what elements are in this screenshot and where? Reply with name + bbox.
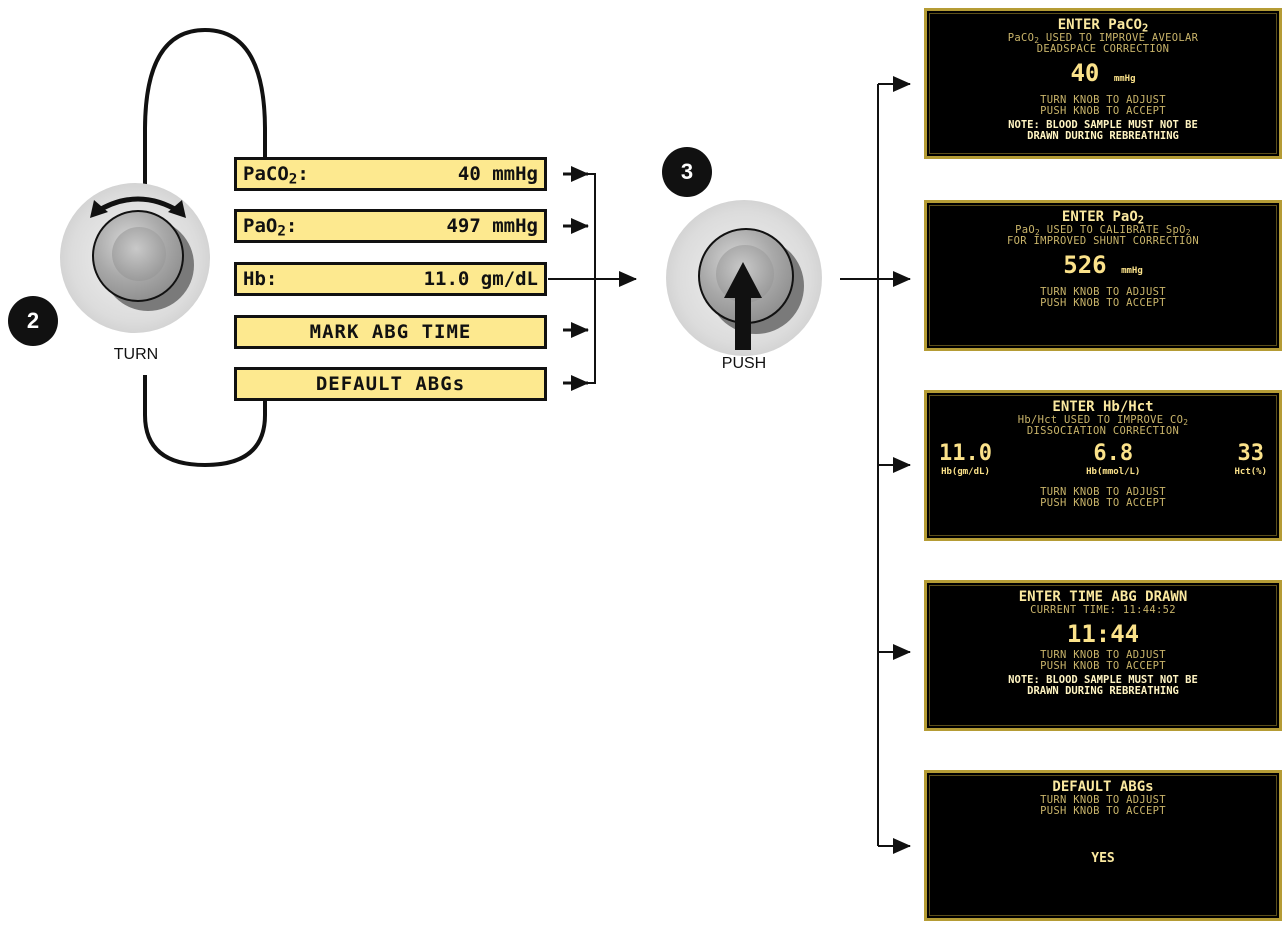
screen-title: ENTER PaCO2 <box>927 17 1279 33</box>
paco2-value: 40 mmHg <box>458 163 538 185</box>
screen-title: ENTER Hb/Hct <box>927 399 1279 415</box>
rotate-arrows-icon <box>88 188 188 222</box>
screen-title: ENTER TIME ABG DRAWN <box>927 589 1279 605</box>
screen-enter-paco2: ENTER PaCO2 PaCO2 USED TO IMPROVE AVEOLA… <box>924 8 1282 159</box>
step-3-badge: 3 <box>662 147 712 197</box>
menu-item-paco2[interactable]: PaCO2: 40 mmHg <box>234 157 547 191</box>
screen-title: DEFAULT ABGs <box>927 779 1279 795</box>
screen-enter-time-abg-drawn: ENTER TIME ABG DRAWN CURRENT TIME: 11:44… <box>924 580 1282 731</box>
screen-enter-pao2: ENTER PaO2 PaO2 USED TO CALIBRATE SpO2 F… <box>924 200 1282 351</box>
menu-item-hb[interactable]: Hb: 11.0 gm/dL <box>234 262 547 296</box>
screen-title: ENTER PaO2 <box>927 209 1279 225</box>
menu-item-default-abgs[interactable]: DEFAULT ABGs <box>234 367 547 401</box>
abg-time-readout: 11:44 <box>927 620 1279 648</box>
pao2-readout: 526 mmHg <box>927 251 1279 285</box>
hb-value: 11.0 gm/dL <box>424 268 538 290</box>
pao2-value: 497 mmHg <box>446 215 538 237</box>
push-caption: PUSH <box>684 355 804 373</box>
menu-item-pao2[interactable]: PaO2: 497 mmHg <box>234 209 547 243</box>
paco2-readout: 40 mmHg <box>927 59 1279 93</box>
screen-enter-hb-hct: ENTER Hb/Hct Hb/Hct USED TO IMPROVE CO2 … <box>924 390 1282 541</box>
push-arrow-icon <box>722 260 764 352</box>
yes-option: YES <box>927 851 1279 866</box>
screen-default-abgs: DEFAULT ABGs TURN KNOB TO ADJUST PUSH KN… <box>924 770 1282 921</box>
menu-item-mark-abg-time[interactable]: MARK ABG TIME <box>234 315 547 349</box>
step-2-badge: 2 <box>8 296 58 346</box>
turn-caption: TURN <box>76 346 196 364</box>
